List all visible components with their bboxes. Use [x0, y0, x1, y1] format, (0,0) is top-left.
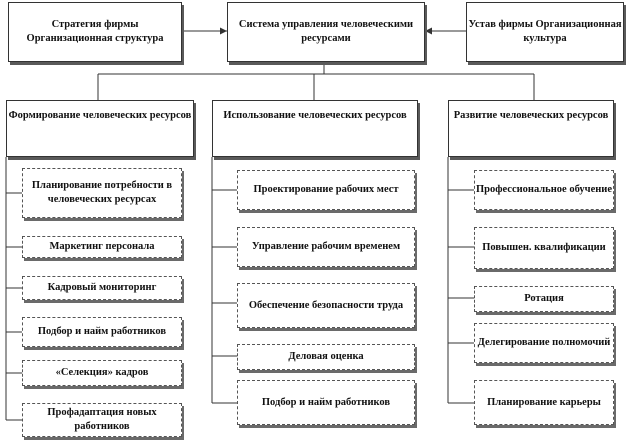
item-c1-selection: «Селекция» кадров [22, 360, 182, 386]
col-development-header: Развитие человеческих ресурсов [448, 100, 614, 157]
charter-culture-box: Устав фирмы Организационная культура [466, 2, 624, 62]
item-c2-safety: Обеспечение безопасности труда [237, 283, 415, 328]
item-c2-hiring: Подбор и найм работников [237, 380, 415, 425]
item-c3-career: Планирование карьеры [474, 380, 614, 425]
item-c2-workplaces: Проектирование рабочих мест [237, 170, 415, 210]
arrowhead-right-icon [220, 27, 227, 35]
item-c2-assessment: Деловая оценка [237, 344, 415, 370]
col-usage-header: Использование человеческих ресурсов [212, 100, 418, 157]
hr-system-box: Система управления человеческими ресурса… [227, 2, 425, 62]
arrowhead-left-icon [425, 27, 432, 35]
item-c3-rotation: Ротация [474, 286, 614, 312]
item-c1-hiring: Подбор и найм работников [22, 317, 182, 347]
item-c2-worktime: Управление рабочим временем [237, 227, 415, 267]
item-c1-adaptation: Профадаптация новых работников [22, 403, 182, 437]
item-c3-training: Профессиональное обучение [474, 170, 614, 210]
item-c1-marketing: Маркетинг персонала [22, 236, 182, 258]
item-c3-qualification: Повышен. квалификации [474, 227, 614, 269]
strategy-structure-box: Стратегия фирмы Организационная структур… [8, 2, 182, 62]
item-c3-delegation: Делегирование полномочий [474, 323, 614, 363]
item-c1-monitoring: Кадровый мониторинг [22, 276, 182, 300]
item-c1-planning: Планирование потребности в человеческих … [22, 168, 182, 218]
col-formation-header: Формирование человеческих ресурсов [6, 100, 194, 157]
